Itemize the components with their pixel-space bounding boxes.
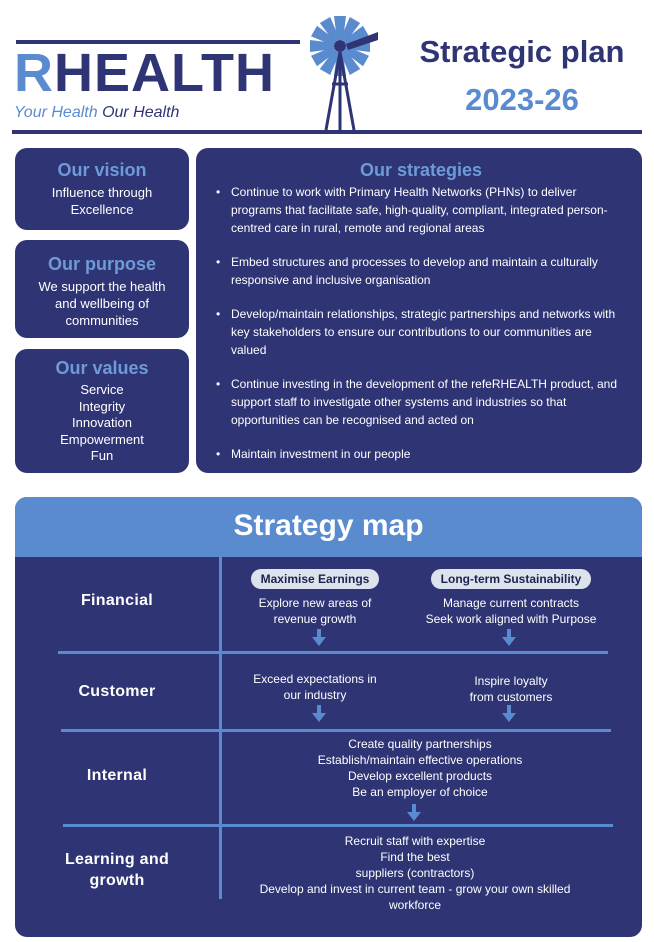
financial-left-text: Explore new areas of xyxy=(258,596,372,610)
row-label-internal: Internal xyxy=(86,767,148,784)
down-arrow-icon xyxy=(312,705,326,722)
map-row-divider xyxy=(63,824,613,827)
learning-text: Develop and invest in current team - gro… xyxy=(259,882,571,896)
strategy-item: Continue to work with Primary Health Net… xyxy=(216,183,626,237)
logo-rule xyxy=(16,40,300,44)
row-label-learning-growth: Learning and growth xyxy=(15,849,219,891)
down-arrow-icon xyxy=(407,804,421,821)
learning-text: Find the best xyxy=(380,850,450,864)
strategy-item: Maintain investment in our people xyxy=(216,445,626,463)
financial-left-text: revenue growth xyxy=(273,612,357,626)
long-term-sustainability-pill: Long-term Sustainability xyxy=(430,569,592,589)
value-item: Fun xyxy=(90,448,114,463)
strategy-item: Develop/maintain relationships, strategi… xyxy=(216,305,626,359)
windmill-icon xyxy=(310,16,378,131)
strategy-item: Continue investing in the development of… xyxy=(216,375,626,429)
vision-title: Our vision xyxy=(57,160,147,180)
strategy-map: Strategy map Financial Maximise Earnings… xyxy=(15,497,642,937)
financial-right-text: Seek work aligned with Purpose xyxy=(425,612,597,626)
tagline-part-1: Your Health xyxy=(14,104,98,121)
maximise-earnings-pill: Maximise Earnings xyxy=(250,569,380,589)
tagline: Your Health Our Health xyxy=(14,104,179,122)
strategy-item: Embed structures and processes to develo… xyxy=(216,253,626,289)
map-row-divider xyxy=(58,651,608,654)
down-arrow-icon xyxy=(312,629,326,646)
strategies-title: Our strategies xyxy=(359,160,483,180)
learning-text: workforce xyxy=(388,898,441,912)
learning-label-line: growth xyxy=(89,872,145,889)
internal-text: Be an employer of choice xyxy=(352,785,488,799)
rhealth-logo: RHEALTH xyxy=(14,44,275,102)
customer-left-cell: Exceed expectations in our industry xyxy=(235,671,395,703)
financial-right-text: Manage current contracts xyxy=(442,596,580,610)
down-arrow-icon xyxy=(502,629,516,646)
internal-text: Develop excellent products xyxy=(347,769,493,783)
value-item: Empowerment xyxy=(60,431,144,447)
customer-right-text: Inspire loyalty xyxy=(474,674,548,688)
customer-right-text: from customers xyxy=(469,690,553,704)
internal-cell: Create quality partnerships Establish/ma… xyxy=(235,736,605,800)
vision-line: Excellence xyxy=(70,202,134,217)
row-label-financial: Financial xyxy=(80,592,154,609)
header-divider xyxy=(12,130,642,134)
purpose-box: Our purpose We support the health and we… xyxy=(15,240,189,338)
purpose-line: communities xyxy=(65,313,139,328)
internal-text: Establish/maintain effective operations xyxy=(317,753,523,767)
page-title: Strategic plan xyxy=(419,34,625,69)
logo-health: HEALTH xyxy=(54,43,275,103)
down-arrow-icon xyxy=(502,705,516,722)
map-vertical-divider xyxy=(219,557,222,899)
purpose-title: Our purpose xyxy=(47,254,156,274)
value-item: Integrity xyxy=(78,398,126,414)
tagline-part-2: Our Health xyxy=(102,104,180,121)
values-box: Our values Service Integrity Innovation … xyxy=(15,349,189,473)
customer-left-text: our industry xyxy=(283,688,347,702)
values-title: Our values xyxy=(55,358,149,378)
learning-text: Recruit staff with expertise xyxy=(344,834,486,848)
value-item: Service xyxy=(80,382,124,397)
purpose-line: and wellbeing of xyxy=(55,296,149,311)
purpose-line: We support the health xyxy=(38,279,166,294)
learning-label-line: Learning and xyxy=(64,851,170,868)
internal-text: Create quality partnerships xyxy=(348,737,492,751)
logo-r: R xyxy=(14,43,54,103)
strategies-box: Our strategies Continue to work with Pri… xyxy=(196,148,642,473)
map-row-divider xyxy=(61,729,611,732)
strategy-map-title: Strategy map xyxy=(15,497,642,557)
customer-right-cell: Inspire loyalty from customers xyxy=(411,673,611,705)
page-header: RHEALTH Your Health Our Health xyxy=(0,0,654,140)
financial-right-cell: Long-term Sustainability Manage current … xyxy=(411,569,611,627)
learning-cell: Recruit staff with expertise Find the be… xyxy=(230,833,600,913)
financial-left-cell: Maximise Earnings Explore new areas of r… xyxy=(235,569,395,627)
value-item: Innovation xyxy=(72,415,132,430)
vision-line: Influence through xyxy=(51,185,153,200)
row-label-customer: Customer xyxy=(78,683,156,700)
learning-text: suppliers (contractors) xyxy=(355,866,475,880)
vision-box: Our vision Influence through Excellence xyxy=(15,148,189,230)
strategies-list: Continue to work with Primary Health Net… xyxy=(216,183,626,463)
plan-years: 2023-26 xyxy=(465,82,579,117)
customer-left-text: Exceed expectations in xyxy=(253,672,377,686)
